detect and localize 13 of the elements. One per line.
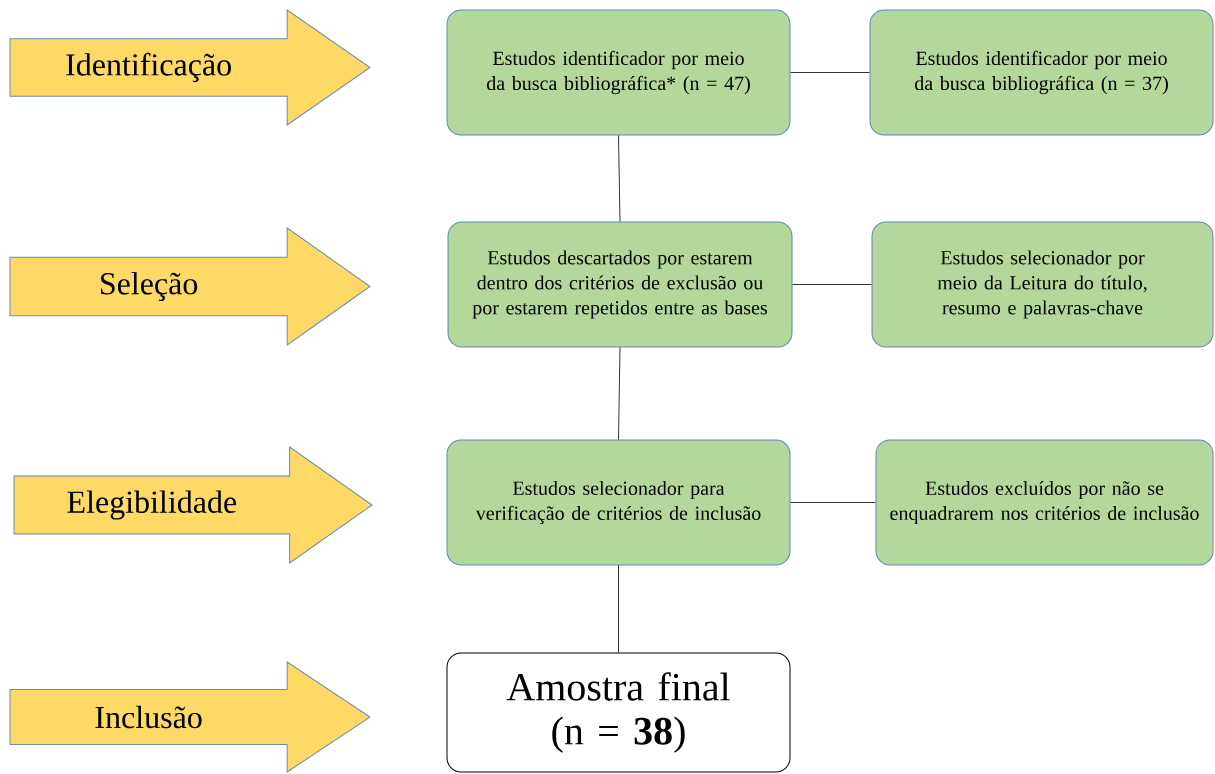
process-box: Estudos identificador por meio da busca bibliográfica (n = 37) <box>869 9 1214 136</box>
connector-line <box>790 502 876 503</box>
connector-line <box>792 284 872 285</box>
process-box: Estudos identificador por meio da busca bibliográfica* (n = 47) <box>446 9 791 136</box>
process-box: Estudos excluídos por não se enquadrarem nos critérios de inclusão <box>875 439 1214 566</box>
process-box: Estudos selecionador por meio da Leitura do título, resumo e palavras-chave <box>871 221 1214 348</box>
process-box: Estudos descartados por estarem dentro dos critérios de exclusão ou por estarem repetidos entre as bases <box>447 221 793 348</box>
connector-line <box>790 72 870 73</box>
process-box: Estudos selecionador para verificação de critérios de inclusão <box>446 439 791 566</box>
connector-line <box>618 135 621 222</box>
process-box: Amostra final (n = 38) <box>446 652 791 773</box>
connector-line <box>618 565 619 653</box>
connector-line <box>618 347 621 440</box>
